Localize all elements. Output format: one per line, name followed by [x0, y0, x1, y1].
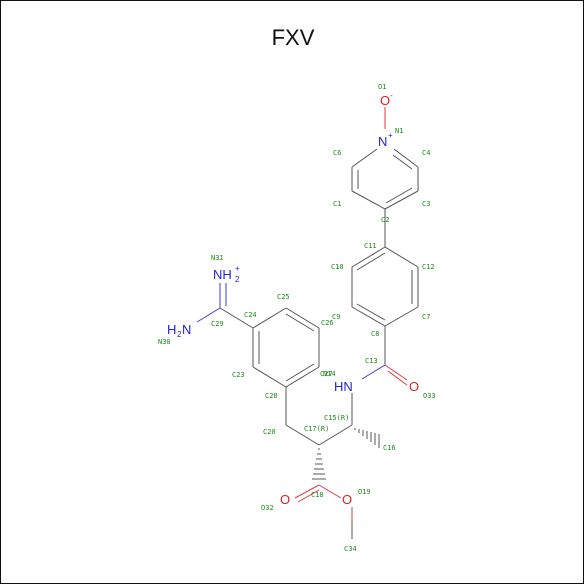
charge-o1: - [390, 91, 393, 100]
label-c2: C2 [381, 216, 389, 224]
label-c8: C8 [371, 330, 379, 338]
bond-c18-o32-double [297, 489, 320, 503]
atom-o32: O [280, 492, 290, 507]
atom-n-h2n: N [182, 322, 191, 337]
label-c16: C16 [383, 444, 396, 452]
label-c4: C4 [422, 149, 430, 157]
bond-c4-n1 [393, 148, 419, 168]
label-c11: C11 [364, 242, 377, 250]
bond-c13-n14 [361, 364, 386, 380]
bond-c13-o33-double [387, 370, 408, 386]
bond-c18-o32 [294, 484, 320, 499]
atom-o19: O [342, 492, 352, 507]
label-c23: C23 [232, 371, 245, 379]
subscript-nh2-plus: 2 [235, 275, 240, 284]
label-c20: C20 [263, 428, 276, 436]
stereo-bond-c17-c18 [312, 448, 326, 480]
bond-c25-c26 [285, 307, 320, 329]
bond-c2-c3 [384, 190, 419, 210]
atom-h-h2n: H [167, 322, 176, 337]
bond-c27-c28 [285, 366, 320, 388]
bond-c11-c10 [351, 246, 386, 268]
label-c13: C13 [365, 357, 378, 365]
atom-o1: O [380, 93, 390, 108]
bond-c4-n1-inner [392, 154, 413, 170]
label-c25: C25 [277, 293, 290, 301]
label-c18: C18 [311, 491, 324, 499]
bond-c28-c23 [252, 366, 287, 388]
label-c28: C28 [265, 392, 278, 400]
label-c27: C27 [320, 370, 333, 378]
bond-c25-c26-inner [285, 313, 315, 332]
label-c26: C26 [321, 319, 334, 327]
pyridine-ring [351, 107, 419, 210]
label-c9: C9 [332, 313, 340, 321]
molecule-title: FXV [271, 25, 315, 50]
bond-c8-c7 [384, 306, 419, 327]
bond-c12-c11 [384, 246, 419, 268]
label-o32: O32 [261, 504, 274, 512]
bond-c11-c10-inner [356, 252, 386, 271]
atom-nh-amide: HN [334, 379, 353, 394]
charge-nh2-plus: + [235, 264, 240, 273]
label-c12: C12 [422, 263, 435, 271]
bond-n1-c6 [351, 148, 378, 168]
bond-c9-c8-inner [356, 303, 386, 321]
atom-o33: O [409, 379, 419, 394]
label-c6: C6 [333, 149, 341, 157]
label-o19: O19 [358, 488, 371, 496]
bond-c2-c3-inner [385, 187, 413, 204]
label-c24: C24 [244, 311, 257, 319]
bond-c9-c8 [351, 306, 386, 327]
bond-c29-n30 [196, 307, 221, 323]
stereo-bond-c15-c16 [354, 428, 380, 448]
label-c15: C15(R) [324, 414, 349, 422]
label-o1: O1 [378, 83, 386, 91]
label-c7: C7 [422, 313, 430, 321]
charge-n1: + [388, 131, 393, 140]
label-c17: C17(R) [304, 425, 329, 433]
phenyl-ring-left [252, 307, 320, 388]
label-o33: O33 [423, 392, 436, 400]
subscript-h2n: 2 [177, 330, 182, 339]
bond-c27-c28-inner [285, 363, 315, 382]
label-c3: C3 [422, 200, 430, 208]
label-n30: N30 [158, 338, 171, 346]
bond-c17-c20 [285, 424, 320, 446]
label-c29: C29 [211, 320, 224, 328]
label-n31: N31 [211, 254, 224, 262]
bond-c1-c2 [351, 190, 386, 210]
bond-c24-c25 [252, 307, 287, 329]
atom-nh2-plus: NH [213, 267, 232, 282]
label-c10: C10 [331, 263, 344, 271]
bond-c13-o33 [384, 364, 408, 381]
label-c34: C34 [344, 545, 357, 553]
label-n1: N1 [395, 127, 403, 135]
bond-c24-c29 [219, 307, 254, 329]
bond-c18-o19 [318, 484, 342, 499]
label-n14: N14 [323, 370, 336, 378]
phenyl-ring-center [351, 246, 419, 327]
bond-c15-c17 [318, 424, 353, 446]
label-c1: C1 [333, 200, 341, 208]
atom-n1: N [378, 134, 387, 149]
